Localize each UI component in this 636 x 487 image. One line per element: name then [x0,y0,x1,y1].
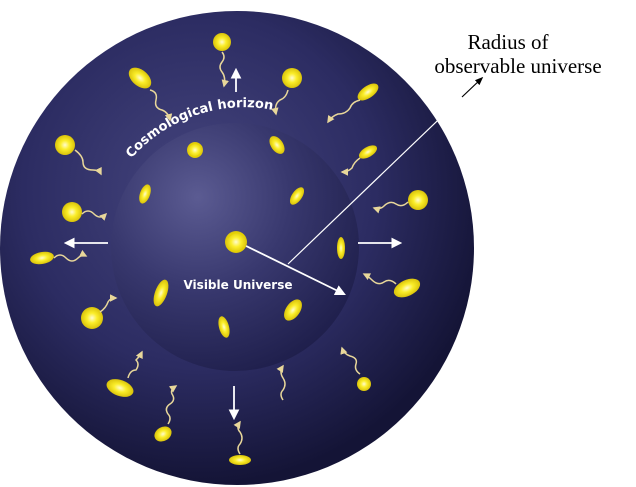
elliptical-galaxy-icon [358,145,378,159]
spiral-galaxy-icon [128,67,152,89]
elliptical-galaxy-icon [284,299,302,321]
elliptical-galaxy-icon [357,83,379,101]
wavy-light-trail [165,385,178,425]
elliptical-galaxy-icon [269,136,285,154]
outer-galaxies [30,33,428,465]
wavy-light-trail [149,89,173,122]
radius-pointer-line [287,77,483,265]
wavy-light-trail [53,249,88,262]
spiral-galaxy-icon [187,142,203,158]
elliptical-galaxy-icon [106,379,134,397]
spiral-galaxy-icon [154,426,172,442]
expansion-arrows [63,67,403,421]
spiral-galaxy-icon [55,135,75,155]
wavy-light-trail [372,201,409,214]
wavy-light-trail [233,420,243,455]
elliptical-galaxy-icon [337,237,345,259]
radius-label-line2: observable universe [434,54,602,78]
elliptical-galaxy-icon [229,455,251,465]
spiral-galaxy-icon [357,377,371,391]
wavy-light-trail [362,273,397,285]
spiral-galaxy-icon [393,278,421,298]
spiral-galaxy-icon [213,33,231,51]
spiral-galaxy-icon [62,202,82,222]
visible-universe-label: Visible Universe [183,278,292,292]
spiral-galaxy-icon [408,190,428,210]
spiral-galaxy-icon [225,231,247,253]
elliptical-galaxy-icon [139,184,151,204]
inner-galaxies [139,136,345,338]
elliptical-galaxy-icon [218,316,230,338]
elliptical-galaxy-icon [289,187,305,205]
spiral-galaxy-icon [282,68,302,88]
wavy-light-trail [340,157,361,176]
wavy-light-trail [340,346,361,375]
wavy-light-trail [276,364,286,401]
elliptical-galaxy-icon [30,251,54,265]
wavy-light-trail [219,51,229,88]
wavy-light-trail [81,210,108,221]
wavy-light-trail [127,350,143,379]
wavy-light-trail [271,89,289,116]
radius-pointer-line-outside [461,76,484,98]
elliptical-galaxy-icon [153,279,169,307]
inner-radius-arrow [237,241,346,296]
wavy-light-trail [327,99,361,124]
wavy-light-trail [74,149,102,176]
radius-label-line1: Radius of [467,30,549,54]
spiral-galaxy-icon [81,307,103,329]
wavy-light-trail [99,294,118,313]
